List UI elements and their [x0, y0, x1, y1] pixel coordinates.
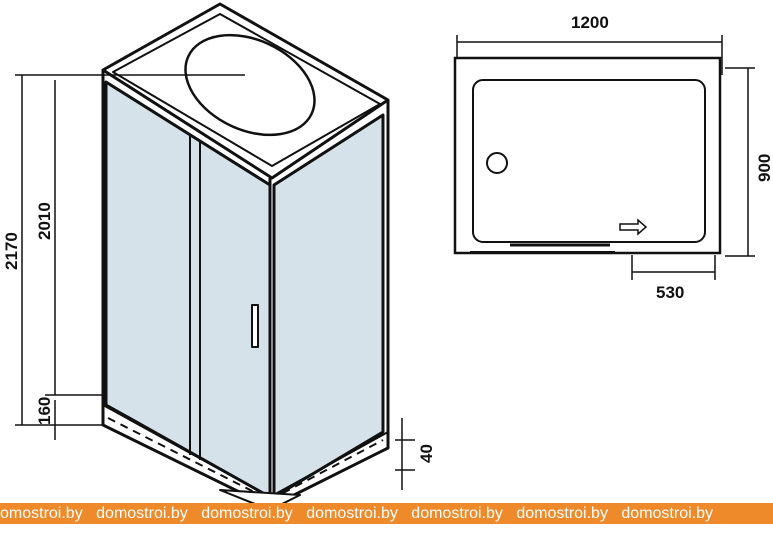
base-height-label: 40 — [417, 444, 436, 463]
sliding-direction-arrow-icon — [619, 218, 648, 236]
watermark-band: omostroi.by domostroi.by domostroi.by do… — [0, 503, 773, 524]
cabin-height-label: 2010 — [35, 202, 54, 240]
tray-height-label: 160 — [35, 397, 54, 425]
door-handle — [251, 304, 259, 348]
width-label: 1200 — [571, 13, 609, 32]
watermark-text: domostroi.by — [96, 505, 188, 522]
cabin-roof — [101, 2, 390, 180]
watermark-text: domostroi.by — [621, 505, 713, 522]
cabin-3d-view — [101, 2, 390, 511]
plan-view — [453, 35, 755, 280]
side-glass-panel — [272, 113, 385, 499]
watermark-text: omostroi.by — [0, 505, 83, 522]
cabin-roof-inner — [112, 13, 381, 167]
total-height-label: 2170 — [2, 232, 21, 270]
depth-label: 900 — [755, 154, 773, 182]
height-dimension-lines — [15, 74, 415, 490]
watermark-text: domostroi.by — [201, 505, 293, 522]
watermark-text: domostroi.by — [411, 505, 503, 522]
drain-icon — [486, 152, 508, 174]
watermark-text: domostroi.by — [306, 505, 398, 522]
watermark-text: domostroi.by — [516, 505, 608, 522]
rain-shower-top — [184, 33, 316, 137]
door-width-label: 530 — [656, 283, 684, 302]
